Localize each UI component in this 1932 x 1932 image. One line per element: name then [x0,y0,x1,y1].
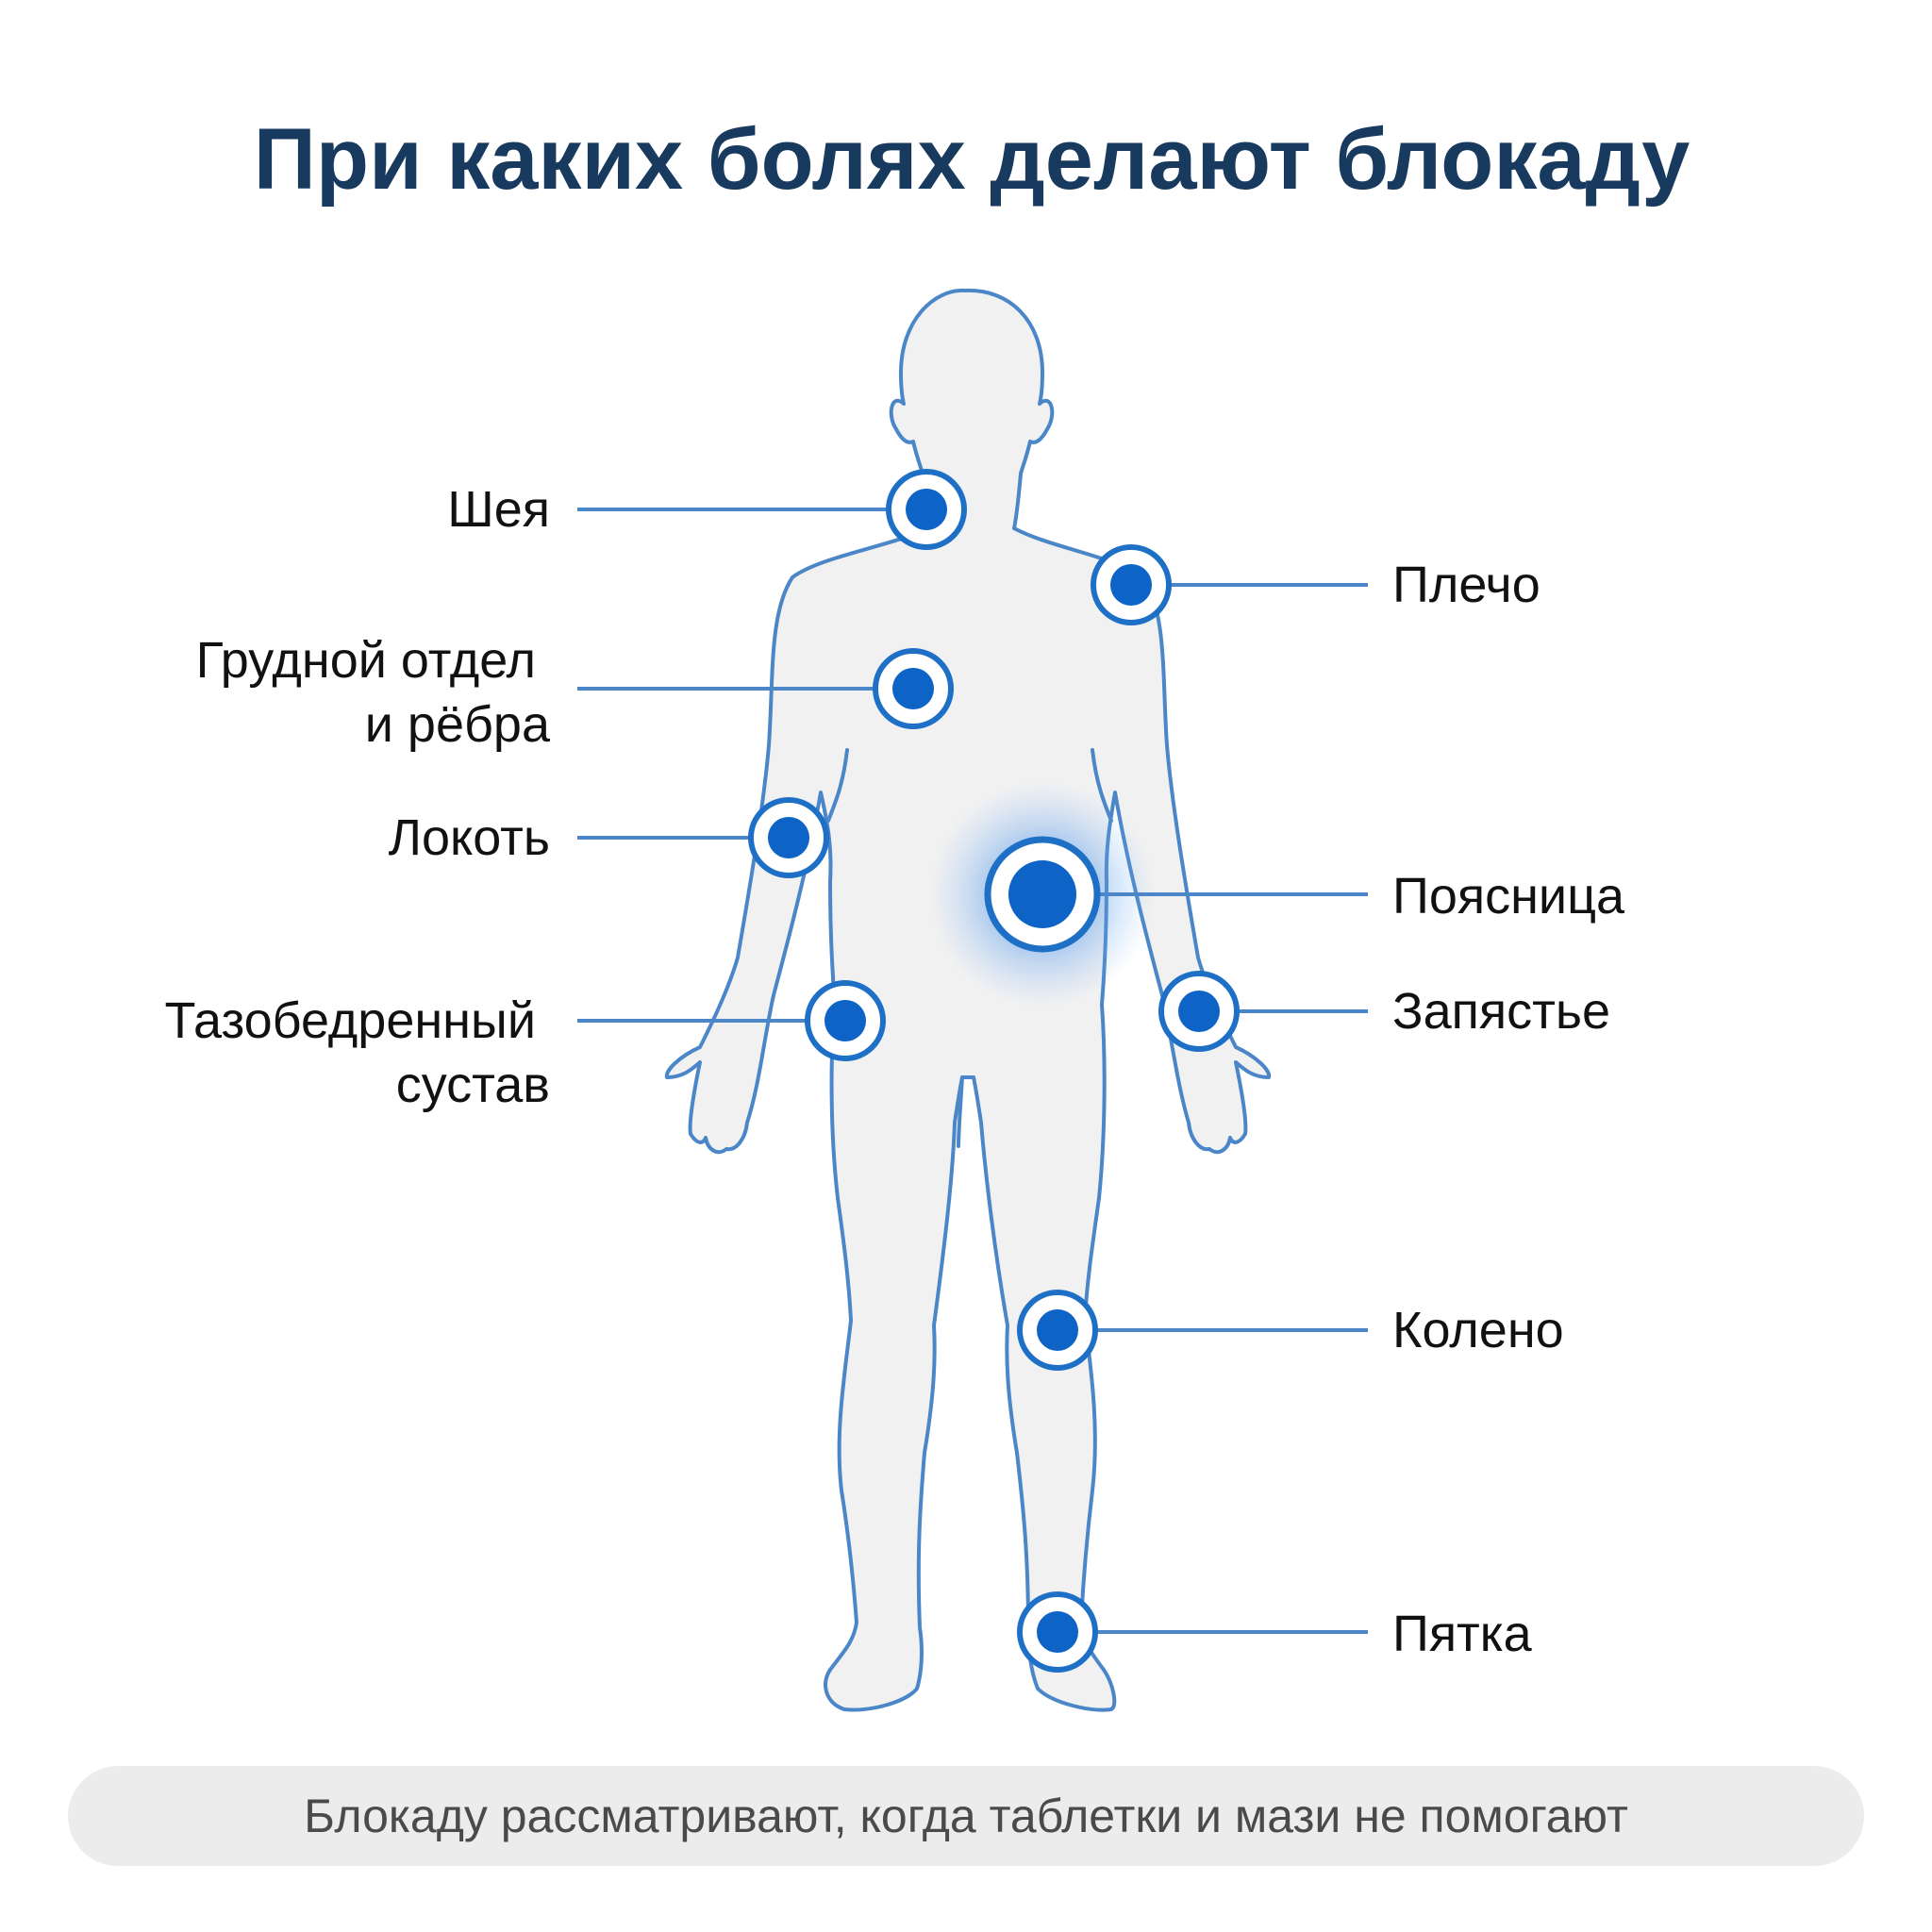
human-body-silhouette [664,288,1272,1712]
label-thoracic: Грудной отдел и рёбра [196,632,551,753]
label-wrist: Запястье [1392,983,1610,1040]
footer-pill [68,1766,1864,1866]
label-lower-back: Поясница [1392,868,1625,924]
label-hip: Тазобедренный сустав [164,992,550,1113]
label-elbow: Локоть [389,809,550,866]
label-heel: Пятка [1392,1606,1533,1662]
page-title: При каких болях делают блокаду [254,111,1690,208]
marker-elbow[interactable] [748,797,829,878]
footer-note: Блокаду рассматривают, когда таблетки и … [304,1790,1628,1842]
label-shoulder: Плечо [1392,557,1541,613]
marker-neck[interactable] [886,469,967,550]
marker-lower-back[interactable] [984,836,1101,953]
marker-heel[interactable] [1017,1591,1098,1673]
label-neck: Шея [447,481,550,538]
marker-wrist[interactable] [1158,971,1240,1052]
marker-hip[interactable] [805,980,886,1061]
marker-thoracic[interactable] [873,648,954,729]
label-knee: Колено [1392,1302,1564,1358]
marker-knee[interactable] [1017,1290,1098,1371]
marker-shoulder[interactable] [1091,544,1172,625]
